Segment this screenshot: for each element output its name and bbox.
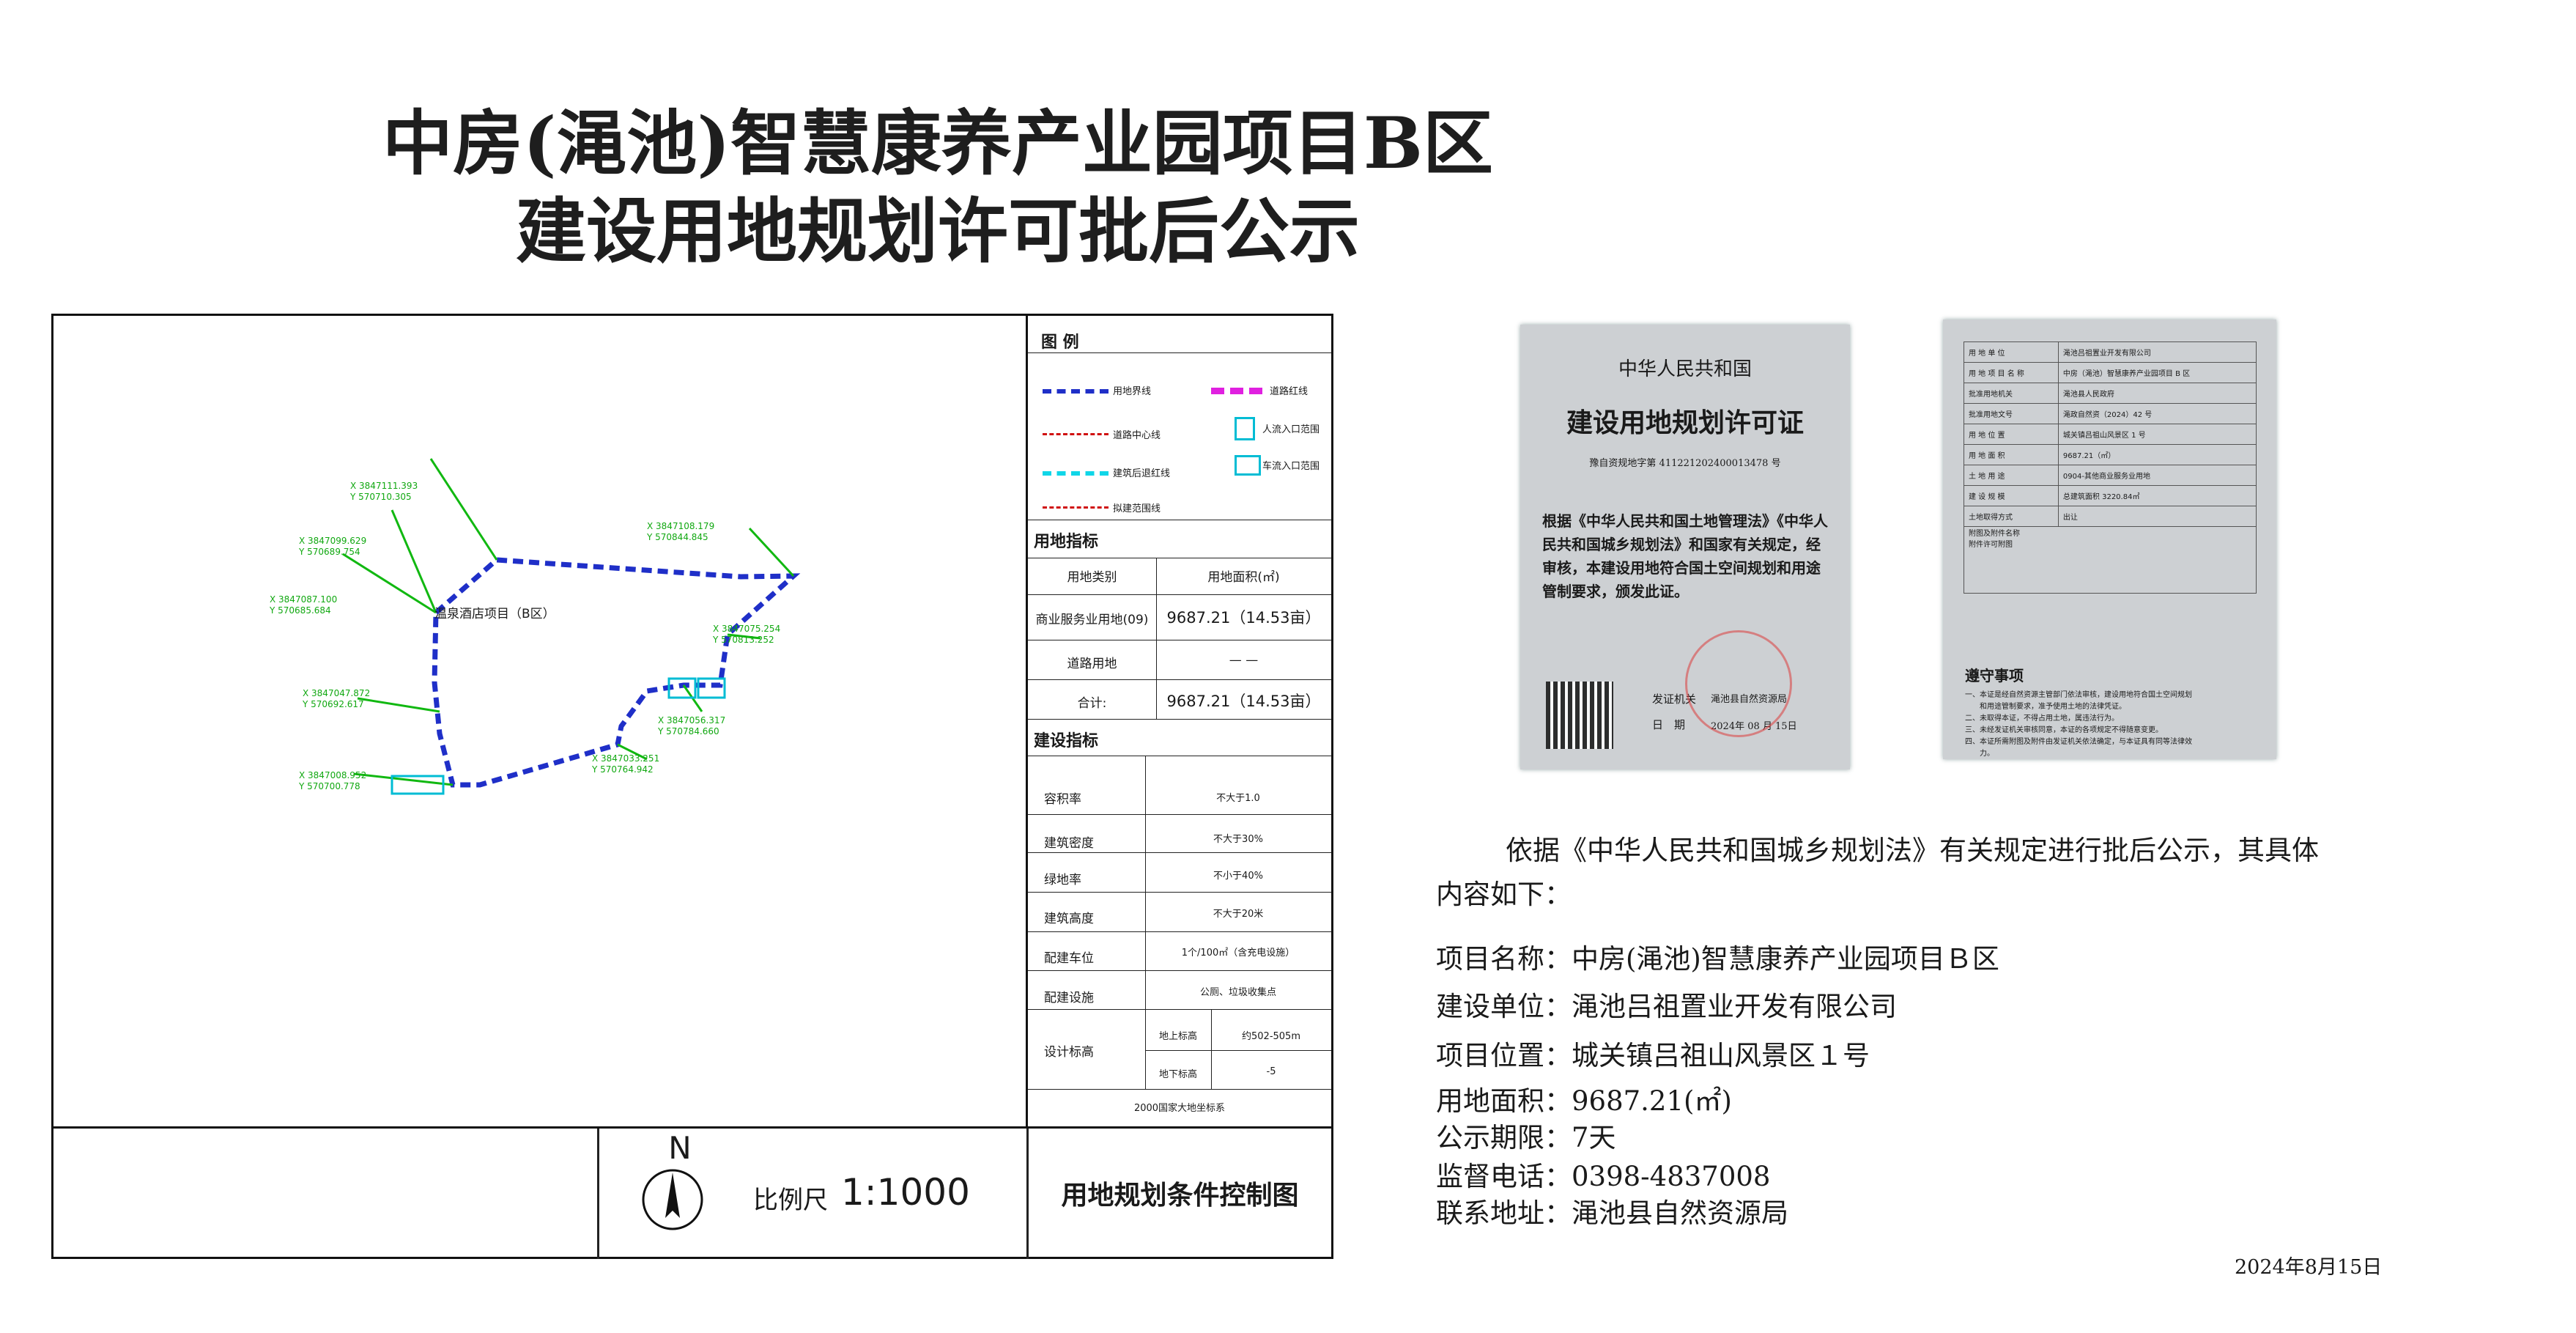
certificate-details-table: 用 地 单 位渑池吕祖置业开发有限公司 用 地 项 目 名 称中房（渑池）智慧康… <box>1964 341 2257 594</box>
drawing-title: 用地规划条件控制图 <box>1061 1181 1299 1211</box>
supervision-phone: 监督电话：0398-4837008 <box>1436 1161 1771 1192</box>
vehicle-entrance-icon <box>391 775 445 795</box>
certificate-back-page: 用 地 单 位渑池吕祖置业开发有限公司 用 地 项 目 名 称中房（渑池）智慧康… <box>1943 320 2276 759</box>
site-boundary-svg <box>342 458 801 795</box>
build-index-title: 建设指标 <box>1034 732 1099 750</box>
land-area: 用地面积：9687.21(㎡) <box>1436 1085 1732 1117</box>
north-arrow-icon <box>642 1169 703 1230</box>
project-name: 项目名称：中房(渑池)智慧康养产业园项目Ｂ区 <box>1436 943 1999 975</box>
notice-title-line2: 建设用地规划许可批后公示 <box>516 190 1360 273</box>
notice-title-line1: 中房(渑池)智慧康养产业园项目B区 <box>382 102 1493 185</box>
land-index-title: 用地指标 <box>1034 533 1099 551</box>
site-label: 温泉酒店项目（B区） <box>434 607 555 621</box>
qr-code-icon <box>1546 682 1613 749</box>
pedestrian-entrance-icon <box>667 677 697 699</box>
contact-address: 联系地址：渑池县自然资源局 <box>1436 1197 1788 1229</box>
builder: 建设单位：渑池吕祖置业开发有限公司 <box>1436 991 1897 1022</box>
notice-intro-1: 依据《中华人民共和国城乡规划法》有关规定进行批后公示，其具体 <box>1506 835 2319 866</box>
scale-value: 1:1000 <box>841 1171 970 1214</box>
legend-and-index-panel: 图 例 用地界线 道路红线 道路中心线 人流入口范围 建筑后退红线 车流入口范围… <box>1028 316 1331 1126</box>
legend-title: 图 例 <box>1041 333 1079 352</box>
location: 项目位置：城关镇吕祖山风景区１号 <box>1436 1040 1870 1071</box>
site-boundary-line <box>432 557 801 788</box>
notice-date: 2024年8月15日 <box>2235 1256 2383 1279</box>
notice-intro-2: 内容如下： <box>1436 879 1572 910</box>
scale-label: 比例尺 <box>753 1186 828 1215</box>
vehicle-entrance-icon-2 <box>697 677 726 699</box>
north-label: N <box>668 1130 692 1166</box>
planning-permit-certificate: 中华人民共和国 建设用地规划许可证 豫自资规地字第 41122120240001… <box>1520 325 1850 769</box>
notice-period: 公示期限：7天 <box>1436 1122 1616 1153</box>
official-seal-icon <box>1685 630 1792 737</box>
coordinate-system-note: 2000国家大地坐标系 <box>1133 1103 1226 1114</box>
title-block: N 比例尺 1:1000 用地规划条件控制图 <box>53 1126 1331 1259</box>
